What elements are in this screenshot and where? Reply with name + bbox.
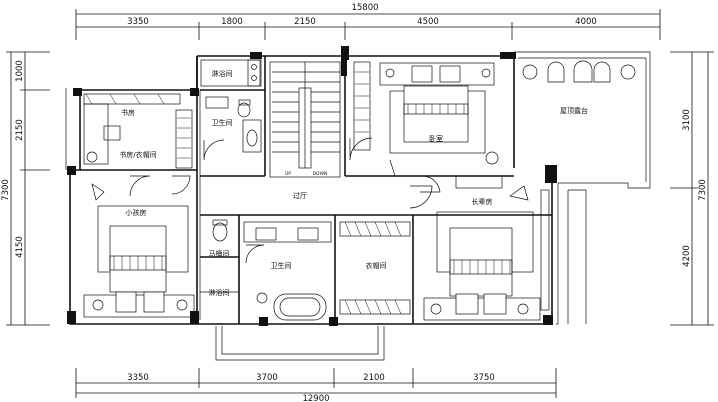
bottom-dim-4: 3750 (473, 373, 495, 383)
label-shower-bottom: 淋浴间 (209, 288, 230, 297)
left-dimensions: 1000 2150 4150 7300 (1, 51, 50, 326)
stair-up-label: UP (285, 171, 291, 177)
stair-down-label: DOWN (313, 171, 328, 177)
top-dim-1: 3350 (127, 17, 149, 27)
label-wardrobe: 衣帽间 (366, 261, 387, 270)
top-dim-4: 4500 (417, 17, 439, 27)
label-bedroom: 卧室 (429, 134, 443, 143)
label-kids-room: 小孩房 (126, 208, 147, 217)
label-hallway: 过厅 (293, 191, 307, 200)
doors (129, 137, 441, 264)
top-dim-3: 2150 (294, 17, 316, 27)
label-bath: 卫生间 (271, 261, 292, 270)
bottom-dimensions: 3350 3700 2100 3750 12900 (75, 368, 557, 402)
kids-room-furniture (83, 183, 195, 318)
bedroom-furniture (353, 61, 499, 165)
terrace-furniture (522, 60, 636, 83)
label-elders-room: 长辈房 (472, 197, 493, 206)
right-dimensions: 3100 4200 7300 (670, 51, 714, 326)
columns (67, 46, 557, 326)
right-total-dim: 7300 (698, 179, 708, 201)
top-dimensions: 15800 3350 1800 2150 4500 4000 (75, 3, 661, 40)
left-total-dim: 7300 (1, 179, 11, 201)
label-roof-terrace: 屋顶露台 (560, 106, 588, 115)
right-dim-1: 3100 (682, 109, 692, 131)
label-study-closet: 书房/衣帽间 (119, 150, 156, 159)
label-toilet-room: 马桶间 (209, 249, 230, 258)
top-total-dim: 15800 (351, 3, 378, 13)
top-left-wet-area (200, 59, 262, 153)
label-shower-top: 淋浴间 (212, 69, 233, 78)
bottom-dim-2: 3700 (256, 373, 278, 383)
study-room-furniture (83, 93, 193, 169)
bottom-dim-1: 3350 (127, 373, 149, 383)
right-dim-2: 4200 (682, 245, 692, 267)
left-dim-2: 2150 (15, 119, 25, 141)
top-dim-5: 4000 (575, 17, 597, 27)
room-labels: 淋浴间 书房 书房/衣帽间 卫生间 卧室 屋顶露台 过厅 小孩房 长辈房 马桶间… (119, 69, 588, 297)
bottom-dim-3: 2100 (363, 373, 385, 383)
label-study: 书房 (121, 108, 135, 117)
label-wc-top: 卫生间 (212, 118, 233, 127)
left-dim-3: 4150 (15, 236, 25, 258)
left-dim-1: 1000 (15, 60, 25, 82)
elders-room-furniture (423, 175, 550, 321)
wardrobe-furniture (339, 221, 411, 315)
top-dim-2: 1800 (221, 17, 243, 27)
staircase: UP DOWN (269, 61, 341, 178)
bottom-wet-area (200, 219, 332, 321)
bottom-total-dim: 12900 (302, 394, 329, 402)
